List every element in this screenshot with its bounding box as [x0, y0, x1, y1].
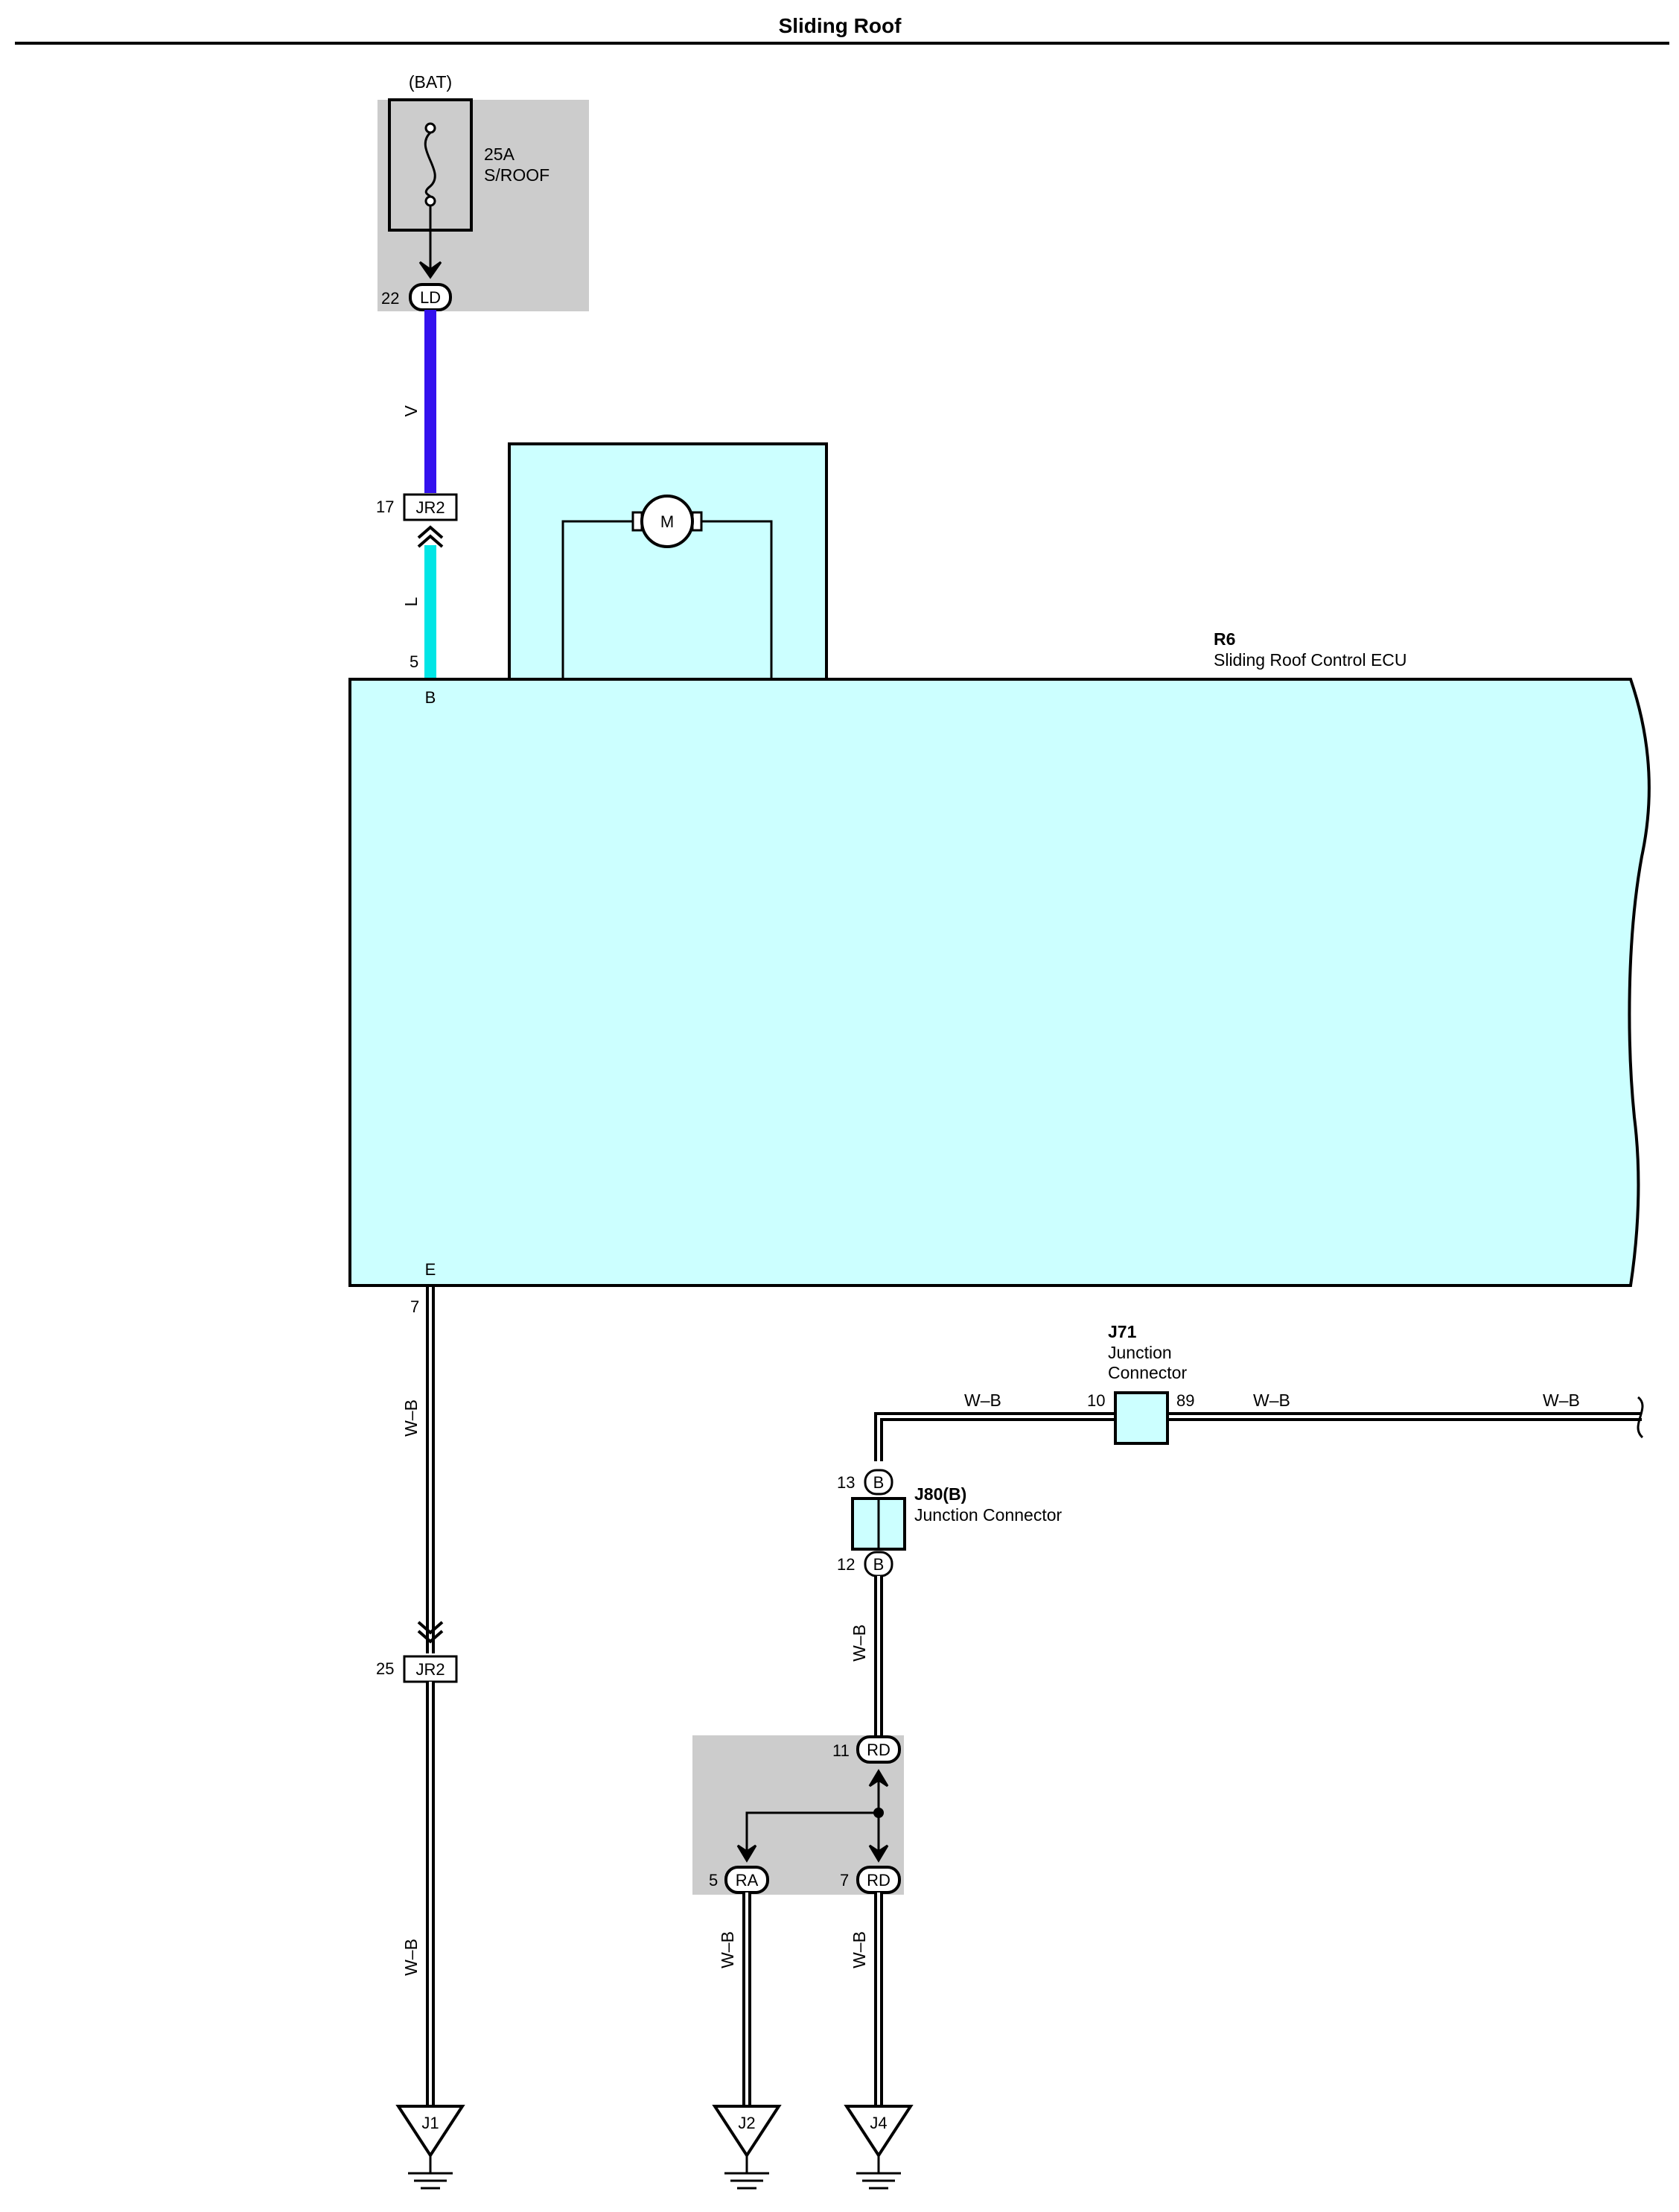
- jr2-bottom-label: JR2: [415, 1660, 445, 1679]
- j80-conn-bottom-label: B: [873, 1555, 885, 1574]
- ground-j4-label: J4: [870, 2114, 887, 2132]
- rd-top-connector: [856, 1735, 901, 1764]
- ecu-pin-e: E: [425, 1260, 436, 1279]
- splice-branch: [745, 1811, 879, 1850]
- motor-icon: [631, 495, 703, 548]
- j80-conn-top-label: B: [873, 1473, 885, 1492]
- ecu-pin-b-number: 5: [410, 652, 418, 671]
- jr2-top-pin: 17: [376, 498, 394, 516]
- ground-j4-icon: [844, 2105, 914, 2190]
- bat-label: (BAT): [409, 72, 452, 92]
- ground-j1-label: J1: [421, 2114, 439, 2132]
- j80-conn-top: [864, 1469, 893, 1496]
- j71-code: J71: [1108, 1322, 1137, 1341]
- wire-wb-label-1: W–B: [401, 1399, 421, 1437]
- ground-j1-icon: [395, 2105, 465, 2190]
- wire-wb-label-2: W–B: [401, 1939, 421, 1976]
- ecu-pin-e-number: 7: [410, 1297, 419, 1316]
- arrow-down-icon: [418, 261, 442, 279]
- ground-j2-icon: [712, 2105, 782, 2190]
- jr2-top-label: JR2: [415, 498, 445, 517]
- ra-pin: 5: [709, 1871, 718, 1890]
- wire-wb-label-5: W–B: [1543, 1391, 1580, 1410]
- fuse-name: S/ROOF: [484, 165, 549, 185]
- motor-label: M: [660, 512, 674, 531]
- rd-top-pin: 11: [832, 1741, 850, 1760]
- ecu-box: [348, 678, 1651, 1287]
- wire-v-label: V: [401, 405, 421, 417]
- j71-pin-right: 89: [1176, 1391, 1194, 1410]
- double-chevron-up-icon: [417, 525, 444, 548]
- fuse-amp: 25A: [484, 144, 515, 164]
- double-chevron-down-icon: [417, 1621, 444, 1644]
- motor-box: [508, 442, 828, 682]
- ecu-pin-b: B: [425, 688, 436, 707]
- wire-wb-j71: [874, 1412, 1642, 1461]
- ecu-code: R6: [1214, 629, 1235, 649]
- rd-top-label: RD: [867, 1741, 891, 1759]
- wire-wb-label-3: W–B: [964, 1391, 1001, 1410]
- j71-name-line2: Connector: [1108, 1363, 1187, 1382]
- fuse-icon: [424, 122, 436, 207]
- arrow-up-icon: [868, 1769, 889, 1787]
- page-title: Sliding Roof: [779, 14, 902, 37]
- j80-name: Junction Connector: [914, 1505, 1062, 1525]
- j71-name-line1: Junction: [1108, 1343, 1172, 1362]
- ground-j2-label: J2: [738, 2114, 755, 2132]
- wire-break-icon: [1637, 1396, 1644, 1439]
- fuse-panel-box: [377, 100, 589, 311]
- j80-pin-top: 13: [837, 1473, 855, 1492]
- wire-l-label: L: [401, 597, 421, 606]
- ld-pin: 22: [381, 289, 399, 308]
- ld-connector-label: LD: [420, 288, 441, 307]
- wire-wb-label-7: W–B: [718, 1931, 737, 1968]
- j80-code: J80(B): [914, 1484, 966, 1504]
- rd-bottom-label: RD: [867, 1871, 891, 1890]
- arrow-down-icon: [736, 1844, 757, 1863]
- arrow-down-icon: [868, 1844, 889, 1863]
- ra-label: RA: [736, 1871, 759, 1890]
- wire-wb-label-6: W–B: [850, 1624, 869, 1662]
- ecu-name: Sliding Roof Control ECU: [1214, 650, 1407, 670]
- jr2-bottom-pin: 25: [376, 1659, 394, 1678]
- rd-bottom-pin: 7: [840, 1871, 849, 1890]
- motor-wire-left: [561, 520, 633, 679]
- j71-connector: [1114, 1391, 1169, 1445]
- j71-pin-left: 10: [1087, 1391, 1105, 1410]
- wire-wb-label-4: W–B: [1253, 1391, 1290, 1410]
- j80-pin-bottom: 12: [837, 1555, 855, 1574]
- motor-wire-right: [701, 520, 773, 679]
- jr2-top-connector: [403, 493, 458, 521]
- wire-wb-label-8: W–B: [850, 1931, 869, 1968]
